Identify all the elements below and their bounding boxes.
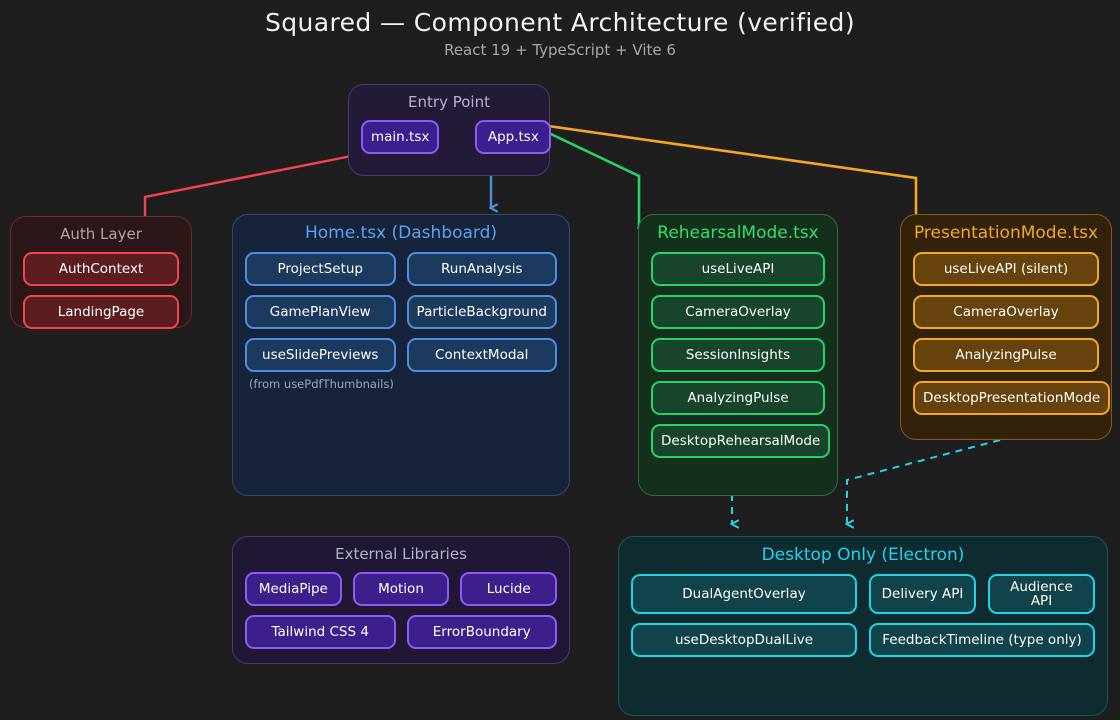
group-external-libraries: External Libraries MediaPipe Motion Luci…	[232, 536, 570, 664]
connector-presentation-to-desktop	[847, 439, 1001, 524]
node-projectsetup[interactable]: ProjectSetup	[245, 252, 396, 286]
node-desktoppresentationmode[interactable]: DesktopPresentationMode	[913, 381, 1111, 415]
node-tailwind-css[interactable]: Tailwind CSS 4	[245, 615, 396, 649]
group-entry-point-title: Entry Point	[408, 93, 490, 111]
group-home-dashboard-title: Home.tsx (Dashboard)	[304, 223, 498, 243]
group-desktop-only-title: Desktop Only (Electron)	[761, 545, 965, 565]
node-motion[interactable]: Motion	[352, 572, 450, 606]
node-gameplanview[interactable]: GamePlanView	[245, 295, 396, 329]
node-main-tsx[interactable]: main.tsx	[361, 120, 440, 154]
node-usedesktopduallive[interactable]: useDesktopDualLive	[631, 623, 857, 658]
page-title: Squared — Component Architecture (verifi…	[265, 8, 855, 37]
page-subtitle: React 19 + TypeScript + Vite 6	[444, 41, 676, 59]
group-presentation-mode-title: PresentationMode.tsx	[913, 223, 1099, 243]
node-analyzingpulse-presentation[interactable]: AnalyzingPulse	[913, 338, 1099, 372]
node-cameraoverlay-rehearsal[interactable]: CameraOverlay	[651, 295, 825, 329]
group-home-dashboard: Home.tsx (Dashboard) ProjectSetup RunAna…	[232, 214, 570, 496]
group-auth-layer: Auth Layer AuthContext LandingPage	[10, 216, 192, 329]
node-app-tsx[interactable]: App.tsx	[475, 120, 552, 154]
node-uselivapi-silent[interactable]: useLiveAPI (silent)	[913, 252, 1099, 286]
node-authcontext[interactable]: AuthContext	[23, 252, 179, 286]
node-uselivapi-rehearsal[interactable]: useLiveAPI	[651, 252, 825, 286]
connector-app-to-presentation	[533, 122, 916, 228]
node-lucide[interactable]: Lucide	[460, 572, 558, 606]
group-external-libraries-title: External Libraries	[335, 545, 467, 563]
node-desktoprehearsalmode[interactable]: DesktopRehearsalMode	[651, 424, 831, 458]
node-sessioninsights[interactable]: SessionInsights	[651, 338, 825, 372]
node-audience-api[interactable]: Audience API	[988, 574, 1095, 615]
group-rehearsal-mode: RehearsalMode.tsx useLiveAPI CameraOverl…	[638, 214, 838, 496]
group-entry-point: Entry Point main.tsx App.tsx	[348, 84, 552, 176]
node-delivery-api[interactable]: Delivery API	[869, 574, 976, 615]
group-auth-layer-title: Auth Layer	[60, 225, 142, 243]
node-particlebackground[interactable]: ParticleBackground	[406, 295, 557, 329]
node-analyzingpulse-rehearsal[interactable]: AnalyzingPulse	[651, 381, 825, 415]
node-useslidepreviews[interactable]: useSlidePreviews	[245, 338, 396, 372]
node-cameraoverlay-presentation[interactable]: CameraOverlay	[913, 295, 1099, 329]
home-dashboard-note: (from usePdfThumbnails)	[249, 377, 394, 391]
group-presentation-mode: PresentationMode.tsx useLiveAPI (silent)…	[900, 214, 1112, 440]
node-landingpage[interactable]: LandingPage	[23, 295, 179, 329]
group-rehearsal-mode-title: RehearsalMode.tsx	[657, 223, 819, 243]
node-runanalysis[interactable]: RunAnalysis	[406, 252, 557, 286]
node-dualagentoverlay[interactable]: DualAgentOverlay	[631, 574, 857, 615]
node-contextmodal[interactable]: ContextModal	[406, 338, 557, 372]
node-mediapipe[interactable]: MediaPipe	[245, 572, 342, 606]
group-desktop-only: Desktop Only (Electron) DualAgentOverlay…	[618, 536, 1108, 716]
node-feedbacktimeline[interactable]: FeedbackTimeline (type only)	[869, 623, 1095, 658]
node-errorboundary[interactable]: ErrorBoundary	[406, 615, 557, 649]
